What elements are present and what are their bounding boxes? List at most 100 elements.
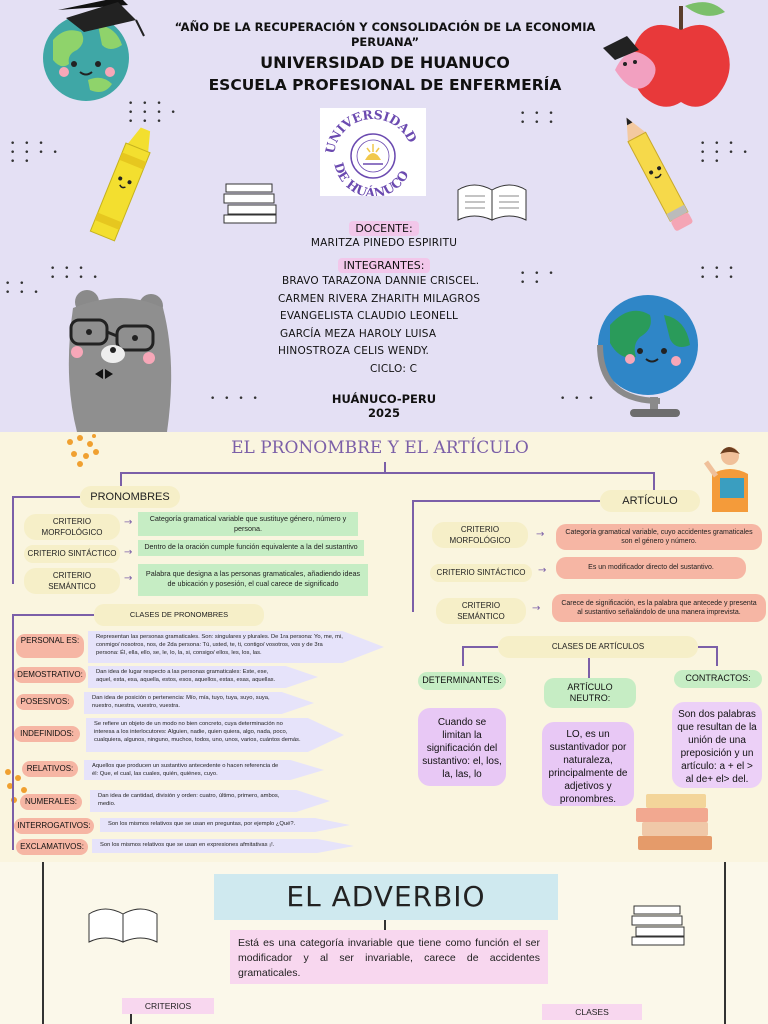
connector-line [588,658,590,678]
definition-box: Categoría gramatical variable, cuyo acci… [556,524,762,550]
member-item: EVANGELISTA CLAUDIO LEONELL [280,310,459,322]
criterios-node: CRITERIOS [122,998,214,1014]
arrow-icon: → [124,573,133,584]
connector-line [12,614,94,616]
criterio-label: SEMÁNTICO [48,582,96,591]
bear-icon [68,290,172,432]
docente-label-wrap: DOCENTE: [284,217,484,236]
dots-decoration: • •• • • [5,279,42,298]
connector-line [12,496,80,498]
pronombre-type-definition: Aquellos que producen un sustantivo ante… [84,760,324,780]
definition-box: Es un modificador directo del sustantivo… [556,557,746,579]
city: HUÁNUCO-PERU [331,392,437,406]
definition-box: Dentro de la oración cumple función equi… [138,540,364,556]
criterio-semantico: CRITERIO SEMÁNTICO [24,568,120,594]
docente-name: MARITZA PINEDO ESPIRITU [310,237,458,249]
book-stack-icon [636,794,712,850]
definition-box: Palabra que designa a las personas grama… [138,564,368,596]
criterio-label: CRITERIO [460,525,500,534]
criterio-semantico: CRITERIO SEMÁNTICO [436,598,526,624]
pronombre-type-label: INTERROGATIVOS: [14,818,94,834]
connector-line [412,500,600,502]
contractos-label: CONTRACTOS: [674,670,762,688]
dots-decoration: • • •• • [520,269,557,288]
motto-line-1: “AÑO DE LA RECUPERACIÓN Y CONSOLIDACIÓN … [174,20,596,34]
dots-decoration: • • •• • • • • • [10,139,61,167]
arrow-icon: → [536,529,545,540]
pronombre-type-label: NUMERALES: [20,794,82,810]
pronombre-type-definition: Son los mismos relativos que se usan en … [92,839,354,853]
member-item: BRAVO TARAZONA DANNIE CRISCEL. [282,275,480,287]
connector-line [12,496,14,584]
school-name: ESCUELA PROFESIONAL DE ENFERMERÍA [208,76,562,94]
books-icon [223,183,277,224]
dots-decoration: • • •• • • • • • [700,139,751,167]
pronombre-type-definition: Se refiere un objeto de un modo no bien … [86,718,344,752]
members-list: BRAVO TARAZONA DANNIE CRISCEL. CARMEN RI… [270,273,510,378]
border-line [42,862,44,1024]
criterio-label: MORFOLÓGICO [41,528,103,537]
cover-page: • • • • • • •• • • • • •• • • • • • • • … [0,0,768,432]
ciclo: CICLO: C [370,362,418,375]
dots-decoration: • • • • [210,394,261,404]
seal-icon: UNIVERSIDAD DE HUÁNUCO [322,107,420,201]
definition-box: Categoría gramatical variable que sustit… [138,512,358,536]
connector-line [462,646,498,648]
connector-line [462,646,464,666]
connector-line [412,500,414,612]
connector-line [653,472,655,490]
pronombre-type-label: POSESIVOS: [16,694,74,710]
criterio-label: CRITERIO [52,517,92,526]
dots-decoration [67,434,99,467]
clases-node: CLASES [542,1004,642,1020]
integrantes-label-wrap: INTEGRANTES: [284,254,484,273]
pronombre-type-definition: Dan idea de posición o pertenencia: Mío,… [84,692,314,714]
criterio-label: SEMÁNTICO [457,612,505,621]
adverbio-definition: Está es una categoría invariable que tie… [230,930,548,984]
dots-decoration: • • • • • • •• • • [128,99,179,127]
definition-box: Carece de significación, es la palabra q… [552,594,766,622]
criterio-label: CRITERIO [461,601,501,610]
criterio-sintactico: CRITERIO SINTÁCTICO [24,545,120,563]
motto: “AÑO DE LA RECUPERACIÓN Y CONSOLIDACIÓN … [110,20,660,50]
contractos-definition: Son dos palabras que resultan de la unió… [672,702,762,788]
motto-line-2: PERUANA” [350,35,420,49]
connector-line [716,646,718,666]
year: 2025 [367,406,400,420]
arrow-icon: → [538,565,547,576]
member-item: GARCÍA MEZA HAROLY LUISA [280,327,437,340]
criterio-sintactico: CRITERIO SINTÁCTICO [430,564,532,582]
pronombre-type-label: PERSONAL ES: [16,634,84,658]
university-name: UNIVERSIDAD DE HUANUCO [260,53,510,72]
criterio-morfologico: CRITERIO MORFOLÓGICO [24,514,120,540]
adverbio-title: EL ADVERBIO [214,874,558,920]
criterio-morfologico: CRITERIO MORFOLÓGICO [432,522,528,548]
clases-articulos-node: CLASES DE ARTÍCULOS [498,636,698,658]
map1-title: EL PRONOMBRE Y EL ARTÍCULO [231,438,529,458]
dots-decoration: • • •• • • [700,264,737,283]
connector-line [698,646,718,648]
pronombre-type-definition: Son los mismos relativos que se usan en … [100,818,350,832]
pronombre-type-label: INDEFINIDOS: [14,726,80,742]
dots-decoration: • • •• • • [520,109,557,128]
location-year: HUÁNUCO-PERU 2025 [284,392,484,420]
arrow-icon: → [124,517,133,528]
globe-stand-icon [597,295,698,417]
pronombre-type-label: EXCLAMATIVOS: [16,839,88,855]
arrow-icon: → [124,547,133,558]
books-icon [631,905,685,946]
member-item: HINOSTROZA CELIS WENDY. [278,345,429,357]
pencil-icon [626,117,693,231]
open-book-icon [457,184,527,221]
criterio-label: CRITERIO [52,571,92,580]
dots-decoration: • • • [560,394,597,404]
globe-icon [43,0,145,101]
pronombre-type-definition: Representan las personas gramaticales. S… [88,631,384,663]
neutro-label: ARTÍCULO NEUTRO: [544,678,636,708]
connector-line [12,614,14,850]
pronombres-node: PRONOMBRES [80,486,180,508]
determinantes-label: DETERMINANTES: [418,672,506,690]
articulo-node: ARTÍCULO [600,490,700,512]
crayon-icon [89,127,151,242]
border-line [724,862,726,1024]
